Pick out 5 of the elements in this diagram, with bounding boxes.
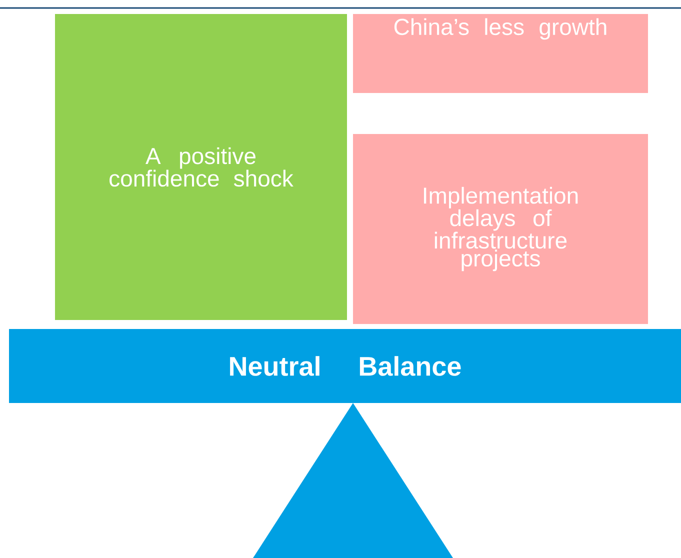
factor-box: China’s less growth (353, 14, 648, 93)
fulcrum-triangle (253, 403, 453, 558)
factor-box: Implementation delays of infrastructure projects (353, 134, 648, 324)
balance-bar: Neutral Balance (9, 329, 681, 403)
factor-box: A positive confidence shock (55, 14, 347, 320)
